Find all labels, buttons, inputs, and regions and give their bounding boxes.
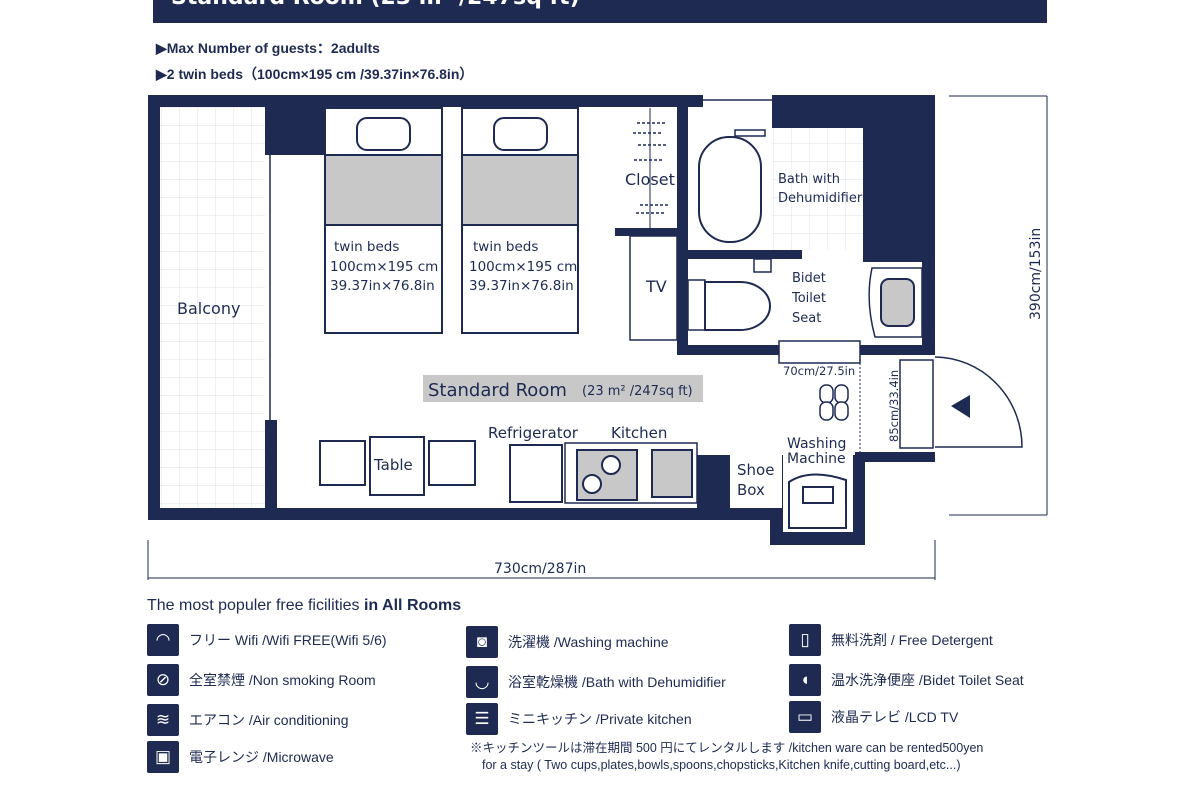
width-dimension [147, 95, 1048, 580]
facility-label: ミニキッチン /Private kitchen [508, 711, 692, 727]
facility-bath: ◡ 浴室乾燥機 /Bath with Dehumidifier [466, 666, 726, 698]
max-guests: ▶Max Number of guests：2adults [156, 40, 380, 56]
wifi-icon: ◠ [147, 624, 179, 656]
bath-floor [772, 128, 863, 250]
bed-size-in: 39.37in×76.8in [469, 278, 574, 294]
washing-machine-icon: ◙ [466, 626, 498, 658]
entry-door[interactable] [899, 359, 934, 449]
door-swing [934, 356, 1023, 448]
bed-2: twin beds 100cm×195 cm 39.37in×76.8in [461, 107, 579, 334]
room-label: Standard Room [428, 380, 567, 401]
floor-plan: Balcony twin beds 100cm×195 cm 39.37in×7… [147, 95, 1048, 580]
washing-label-1: Washing [787, 436, 846, 452]
kitchen-label: Kitchen [611, 424, 667, 442]
table-label: Table [373, 456, 413, 474]
room-size: (23 m² /247sq ft) [582, 384, 693, 399]
bath-label-2: Dehumidifier [778, 191, 863, 206]
slippers-icon [819, 384, 849, 421]
balcony-floor [160, 107, 265, 508]
facilities-title-plain: The most populer free ficilities [147, 597, 364, 614]
kitchen-sink [651, 449, 693, 498]
facility-washing-machine: ◙ 洗濯機 /Washing machine [466, 626, 669, 658]
shoe-box [730, 455, 782, 508]
balcony-label: Balcony [177, 299, 240, 318]
page-title: Standard Room (23 m² /247sq ft) [171, 0, 580, 10]
dining-set [319, 436, 476, 496]
tv-icon: ▭ [789, 701, 821, 733]
facilities-title: The most populer free ficilities in All … [147, 597, 461, 615]
facilities-title-bold: in All Rooms [363, 597, 462, 614]
facility-label: 液晶テレビ /LCD TV [831, 709, 959, 725]
facility-label: エアコン /Air conditioning [189, 712, 349, 728]
tv-label: TV [645, 277, 667, 296]
note-line-1: ※キッチンツールは滞在期間 500 円にてレンタルします /kitchen wa… [470, 741, 984, 755]
facility-non-smoking: ⊘ 全室禁煙 /Non smoking Room [147, 664, 376, 696]
facility-label: 無料洗剤 / Free Detergent [831, 632, 993, 648]
closet-hangers [633, 122, 668, 214]
refrigerator-label: Refrigerator [488, 424, 579, 442]
closet-label: Closet [625, 170, 675, 189]
note-line-2: for a stay ( Two cups,plates,bowls,spoon… [482, 758, 961, 772]
facility-label: 洗濯機 /Washing machine [508, 634, 669, 650]
facility-air-conditioning: ≋ エアコン /Air conditioning [147, 704, 349, 736]
bathroom-door [778, 340, 861, 364]
facility-label: 温水洗浄便座 /Bidet Toilet Seat [831, 672, 1024, 688]
bed-1: twin beds 100cm×195 cm 39.37in×76.8in [324, 107, 443, 334]
bed-label: twin beds [334, 239, 399, 255]
toilet-icon: ◖ [789, 664, 821, 696]
entry-door-width: 85cm/33.4in [887, 370, 901, 442]
bed-size-cm: 100cm×195 cm [469, 259, 577, 275]
shoe-box-label-1: Shoe [737, 461, 774, 479]
bed-size-cm: 100cm×195 cm [330, 259, 438, 275]
bed-size-in: 39.37in×76.8in [330, 278, 435, 294]
bed-spec: ▶2 twin beds（100cm×195 cm /39.37in×76.8i… [156, 66, 474, 82]
room-label-box [423, 375, 703, 402]
toilet [704, 281, 771, 331]
width-dimension-label: 730cm/287in [494, 561, 586, 577]
walls [148, 95, 935, 545]
bath-label: Bath with [778, 172, 840, 187]
facility-label: 全室禁煙 /Non smoking Room [189, 672, 376, 688]
header-bar: Standard Room (23 m² /247sq ft) [153, 0, 1047, 23]
microwave-icon: ▣ [147, 741, 179, 773]
entrance-arrow-icon [951, 395, 970, 418]
refrigerator [509, 444, 563, 503]
detergent-icon: ▯ [789, 624, 821, 656]
facility-label: 電子レンジ /Microwave [189, 749, 334, 765]
facility-detergent: ▯ 無料洗剤 / Free Detergent [789, 624, 993, 656]
toilet-label-1: Bidet [792, 271, 826, 286]
facility-label: フリー Wifi /Wifi FREE(Wifi 5/6) [189, 632, 387, 648]
no-smoking-icon: ⊘ [147, 664, 179, 696]
tv-stand [629, 235, 678, 341]
facility-bidet: ◖ 温水洗浄便座 /Bidet Toilet Seat [789, 664, 1024, 696]
bed-label: twin beds [473, 239, 538, 255]
shoe-box-label-2: Box [737, 481, 765, 499]
bathtub-icon: ◡ [466, 666, 498, 698]
toilet-label-3: Seat [792, 311, 821, 326]
air-conditioner-icon: ≋ [147, 704, 179, 736]
facility-wifi: ◠ フリー Wifi /Wifi FREE(Wifi 5/6) [147, 624, 387, 656]
facility-label: 浴室乾燥機 /Bath with Dehumidifier [508, 674, 726, 690]
hall-door-width: 70cm/27.5in [783, 364, 855, 378]
facility-tv: ▭ 液晶テレビ /LCD TV [789, 701, 958, 733]
washing-label-2: Machine [787, 451, 846, 467]
toilet-tank [687, 279, 706, 331]
facility-microwave: ▣ 電子レンジ /Microwave [147, 741, 334, 773]
kitchen-ware-note: ※キッチンツールは滞在期間 500 円にてレンタルします /kitchen wa… [470, 740, 983, 774]
toilet-label-2: Toilet [791, 291, 826, 306]
bathtub [698, 136, 762, 243]
facility-kitchen: ☰ ミニキッチン /Private kitchen [466, 703, 692, 735]
kitchen-icon: ☰ [466, 703, 498, 735]
depth-dimension-label: 390cm/153in [1028, 228, 1044, 320]
